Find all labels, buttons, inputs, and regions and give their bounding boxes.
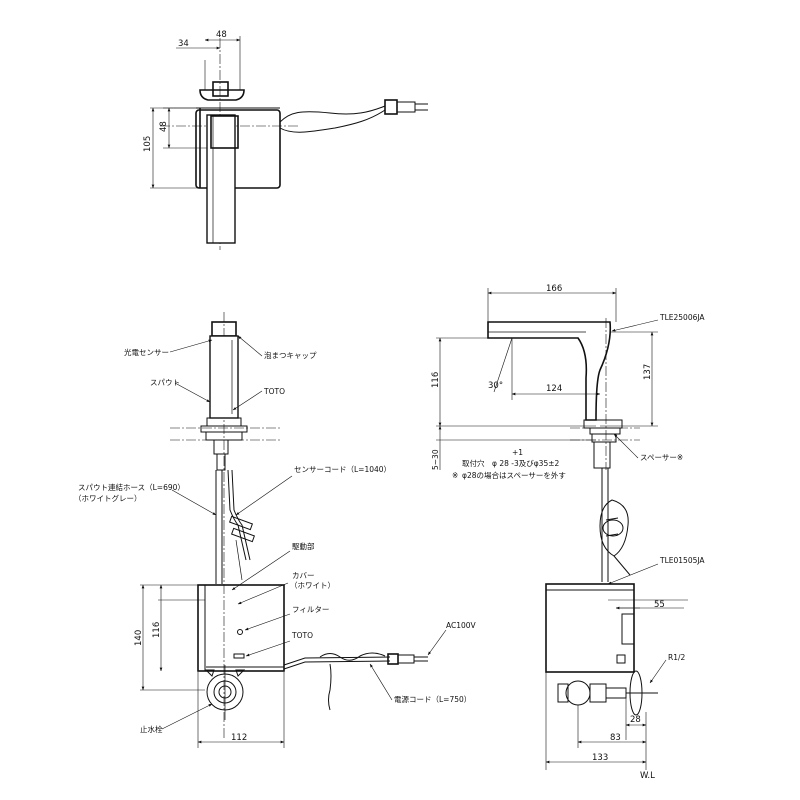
label-drive-unit: 駆動部 bbox=[292, 541, 315, 551]
label-cover-2: （ホワイト） bbox=[290, 581, 335, 590]
hole-line: 取付穴 φ 28 -3及びφ35±2 bbox=[462, 458, 560, 468]
label-hose-1: スパウト連結ホース（L=690） bbox=[78, 482, 185, 492]
label-aerator-cap: 泡まつキャップ bbox=[264, 350, 317, 360]
side-dim-116: 116 bbox=[431, 372, 441, 388]
dim-105: 105 bbox=[143, 136, 153, 152]
label-sensor: 光電センサー bbox=[124, 347, 169, 357]
label-cover-1: カバー bbox=[292, 571, 315, 580]
label-spacer: スペーサー※ bbox=[640, 453, 683, 462]
tol-plus: +1 bbox=[512, 448, 523, 457]
front-view: 140 116 112 光電センサー 泡まつキャップ スパウト TOTO スパウ… bbox=[74, 312, 477, 748]
side-dim-28: 28 bbox=[630, 715, 641, 725]
label-toto-box: TOTO bbox=[291, 631, 313, 640]
label-wl: W.L bbox=[640, 771, 655, 781]
side-dim-166: 166 bbox=[546, 284, 562, 294]
side-dim-5-30: 5~30 bbox=[431, 449, 440, 470]
front-dim-116: 116 bbox=[152, 622, 162, 638]
side-dim-124: 124 bbox=[546, 384, 562, 394]
side-angle-30: 30° bbox=[488, 381, 503, 391]
label-sensor-cord: センサーコード（L=1040） bbox=[294, 465, 391, 474]
side-dim-55: 55 bbox=[654, 600, 665, 610]
model-faucet: TLE25006JA bbox=[659, 313, 705, 322]
dim-48-side: 48 bbox=[159, 121, 169, 132]
label-filter: フィルター bbox=[292, 605, 329, 614]
label-stop-valve: 止水栓 bbox=[140, 724, 163, 734]
label-ac100v: AC100V bbox=[446, 621, 477, 630]
label-hose-2: （ホワイトグレー） bbox=[74, 493, 142, 503]
hole-note-mark: ※ bbox=[452, 471, 458, 480]
side-dim-133: 133 bbox=[592, 753, 608, 763]
model-box: TLE01505JA bbox=[659, 556, 705, 565]
dim-48-top: 48 bbox=[216, 30, 227, 40]
label-power-cord: 電源コード（L=750） bbox=[394, 695, 471, 704]
side-view: 166 TLE25006JA 137 116 124 30° 5~30 +1 取… bbox=[431, 284, 705, 781]
front-dim-112: 112 bbox=[231, 733, 247, 743]
side-dim-137: 137 bbox=[643, 364, 653, 380]
label-spout: スパウト bbox=[150, 378, 180, 387]
front-dim-140: 140 bbox=[134, 630, 144, 646]
dim-34: 34 bbox=[178, 39, 189, 49]
hole-note: φ28の場合はスペーサーを外す bbox=[462, 470, 566, 480]
top-view: 34 48 48 105 bbox=[143, 30, 428, 250]
label-toto-spout: TOTO bbox=[263, 387, 285, 396]
label-r12: R1/2 bbox=[668, 653, 686, 662]
side-dim-83: 83 bbox=[610, 733, 621, 743]
